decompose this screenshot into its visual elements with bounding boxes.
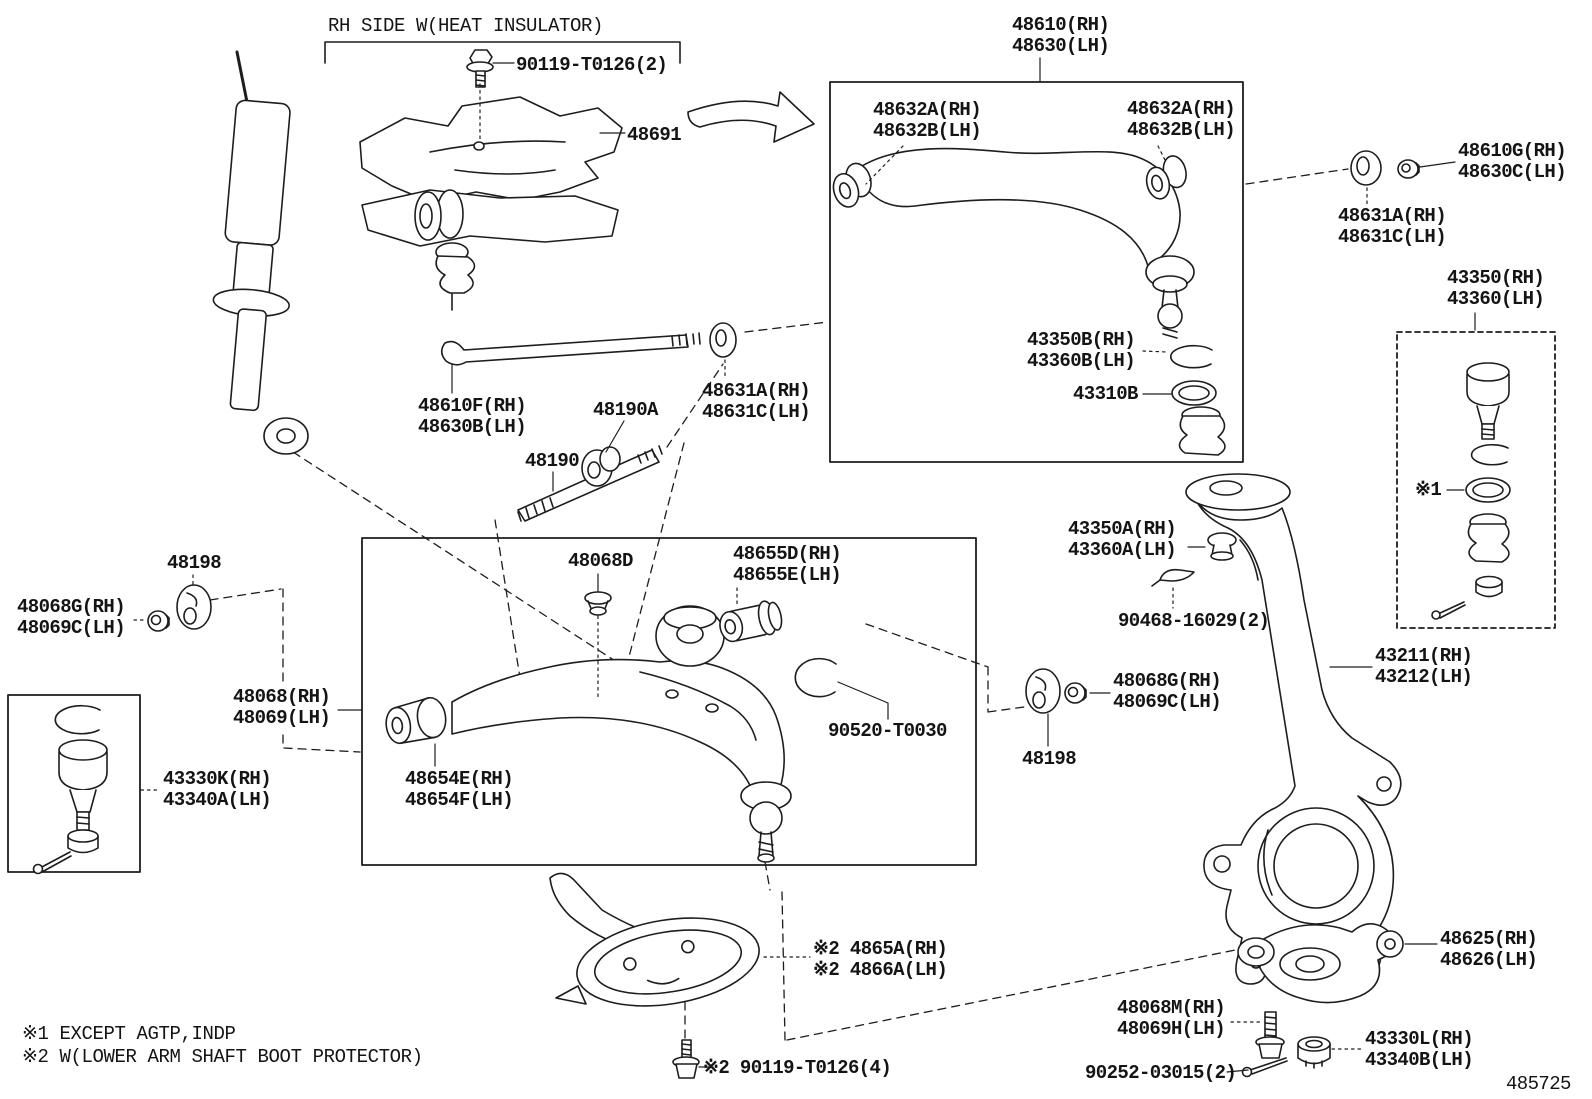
- assembly-dashed-lines: [209, 168, 1349, 1041]
- part-label-43350: 43350(RH)43360(LH): [1447, 267, 1545, 310]
- nut-icon-48068g-right: [1064, 682, 1087, 704]
- part-label-48655d: 48655D(RH)48655E(LH): [733, 543, 842, 586]
- part-label-43211: 43211(RH)43212(LH): [1375, 645, 1473, 688]
- part-label-48068m: 48068M(RH)48069H(LH): [1117, 997, 1226, 1040]
- part-label-90119-t0126-4: ※2 90119-T0126(4): [703, 1057, 892, 1079]
- part-label-48631a-right: 48631A(RH)48631C(LH): [1338, 205, 1447, 248]
- steering-knuckle-drawing: [1185, 473, 1402, 985]
- part-label-48068g-left: 48068G(RH)48069C(LH): [17, 596, 126, 639]
- nut-icon-48068g-left: [147, 610, 170, 632]
- part-label-48198-left: 48198: [167, 552, 222, 574]
- lower-balljoint-kit-box: [7, 694, 141, 873]
- part-label-90468-16029: 90468-16029(2): [1118, 610, 1270, 632]
- bolt-icon-90119-2: [466, 49, 494, 88]
- lower-control-arm-drawing: [385, 605, 837, 863]
- part-label-48631a-mid: 48631A(RH)48631C(LH): [702, 380, 811, 423]
- heat-insulator-drawing: [359, 96, 623, 311]
- arrow-icon: [687, 91, 815, 143]
- part-label-43330k: 43330K(RH)43340A(LH): [163, 768, 272, 811]
- lower-arm-shaft-drawing: [517, 445, 663, 522]
- lower-balljoint-kit-drawing: [32, 704, 108, 875]
- part-label-48632a-left: 48632A(RH)48632B(LH): [873, 99, 982, 142]
- part-label-48190: 48190: [525, 450, 580, 472]
- cotter-pin-icon-90252: [1241, 1057, 1288, 1078]
- upper-balljoint-kit-drawing: [1431, 362, 1511, 620]
- part-label-48068d: 48068D: [568, 550, 633, 572]
- bolt-icon-90119-4: [672, 1039, 700, 1079]
- part-label-48691: 48691: [627, 124, 682, 146]
- part-label-48632a-right: 48632A(RH)48632B(LH): [1127, 98, 1236, 141]
- part-label-48190a: 48190A: [593, 399, 658, 421]
- part-label-43330l: 43330L(RH)43340B(LH): [1365, 1028, 1474, 1071]
- upper-balljoint-kit-box: [1396, 331, 1556, 629]
- bolt-icon-48068m: [1255, 1011, 1285, 1059]
- part-label-43350a: 43350A(RH)43360A(LH): [1068, 518, 1177, 561]
- part-label-48654e: 48654E(RH)48654F(LH): [405, 768, 514, 811]
- grommet-drawing: [584, 591, 612, 616]
- leader-lines: [133, 57, 1476, 1073]
- dust-shield-drawing: [549, 872, 760, 1007]
- part-label-48068: 48068(RH)48069(LH): [233, 686, 331, 729]
- cam-plate-icon-48198-right: [1025, 668, 1061, 714]
- upper-arm-detail-box: [829, 81, 1244, 463]
- part-label-90119-t0126-2: 90119-T0126(2): [516, 54, 668, 76]
- arm-bushing-drawing: [719, 600, 783, 643]
- part-label-4865a: ※2 4865A(RH)※2 4866A(LH): [813, 938, 948, 981]
- strut-bar-rod-drawing: [440, 322, 737, 366]
- castle-nut-icon-43330l: [1297, 1036, 1331, 1069]
- part-label-ref1: ※1: [1415, 479, 1442, 501]
- part-label-48198-right: 48198: [1022, 748, 1077, 770]
- part-label-48625: 48625(RH)48626(LH): [1440, 928, 1538, 971]
- grease-fitting-drawing: [1207, 532, 1237, 561]
- nut-icon-48610g: [1397, 159, 1420, 179]
- retainer-clip-drawing: [1151, 568, 1195, 587]
- part-label-48610: 48610(RH)48630(LH): [1012, 14, 1110, 57]
- part-label-43350b: 43350B(RH)43360B(LH): [1027, 329, 1136, 372]
- upper-control-arm-drawing: [832, 147, 1226, 456]
- balljoint-attachment-drawing: [1237, 923, 1404, 1004]
- footnote-2: ※2 W(LOWER ARM SHAFT BOOT PROTECTOR): [22, 1046, 423, 1068]
- part-label-48068g-right: 48068G(RH)48069C(LH): [1113, 670, 1222, 713]
- cam-plate-icon-48198-left: [176, 584, 212, 630]
- retainer-washer-icon: [1350, 150, 1382, 186]
- heat-insulator-note: RH SIDE W(HEAT INSULATOR): [328, 15, 604, 37]
- figure-code: 485725: [1506, 1073, 1571, 1095]
- shock-absorber-drawing: [212, 50, 309, 455]
- heat-insulator-bracket: [324, 41, 681, 64]
- lower-arm-detail-box: [361, 537, 977, 866]
- part-label-48610g: 48610G(RH)48630C(LH): [1458, 140, 1567, 183]
- footnote-1: ※1 EXCEPT AGTP,INDP: [22, 1023, 236, 1045]
- part-label-43310b: 43310B: [1073, 383, 1138, 405]
- part-label-90520-t0030: 90520-T0030: [828, 720, 947, 742]
- part-label-48610f: 48610F(RH)48630B(LH): [418, 395, 527, 438]
- part-label-90252-03015: 90252-03015(2): [1085, 1062, 1237, 1084]
